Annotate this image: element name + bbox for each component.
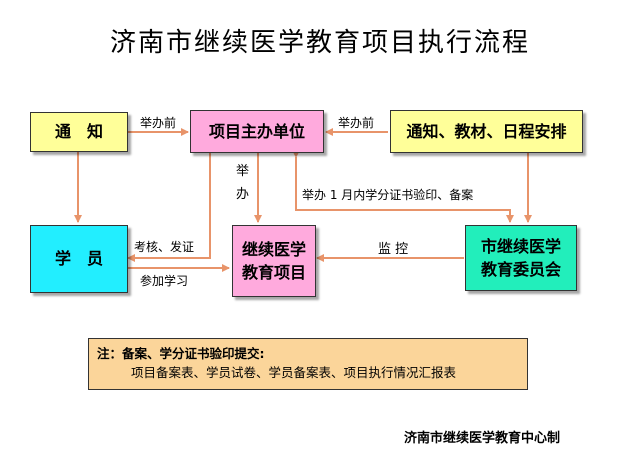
note-body: 项目备案表、学员试卷、学员备案表、项目执行情况汇报表 bbox=[131, 365, 457, 381]
organizer-box: 项目主办单位 bbox=[190, 110, 324, 153]
label-hold: 举 办 bbox=[236, 164, 250, 203]
note-head: 注：备案、学分证书验印提交: bbox=[97, 346, 265, 361]
schedule-box: 通知、教材、日程安排 bbox=[390, 110, 583, 153]
notice-box: 通 知 bbox=[30, 112, 128, 152]
arrow-verify-route bbox=[292, 150, 514, 223]
committee-box: 市继续医学 教育委员会 bbox=[465, 225, 577, 291]
project-label: 继续医学 教育项目 bbox=[241, 239, 306, 282]
page-title: 济南市继续医学教育项目执行流程 bbox=[109, 28, 530, 58]
student-box: 学 员 bbox=[30, 225, 128, 293]
arrow-organizer-student bbox=[127, 153, 211, 262]
label-verify: 举办 1 月内学分证书验印、备案 bbox=[302, 188, 474, 202]
label-assess: 考核、发证 bbox=[134, 240, 195, 254]
label-monitor: 监 控 bbox=[378, 242, 409, 257]
committee-label: 市继续医学 教育委员会 bbox=[480, 236, 561, 279]
footer-credit: 济南市继续医学教育中心制 bbox=[404, 431, 561, 446]
label-before-hold-left: 举办前 bbox=[140, 116, 177, 130]
notice-label: 通 知 bbox=[54, 122, 103, 142]
student-label: 学 员 bbox=[54, 249, 103, 269]
label-before-hold-right: 举办前 bbox=[338, 116, 375, 130]
organizer-label: 项目主办单位 bbox=[208, 121, 305, 141]
schedule-label: 通知、教材、日程安排 bbox=[406, 121, 567, 141]
project-box: 继续医学 教育项目 bbox=[232, 225, 316, 297]
label-join: 参加学习 bbox=[140, 274, 189, 288]
note-box: 注：备案、学分证书验印提交: 项目备案表、学员试卷、学员备案表、项目执行情况汇报… bbox=[88, 338, 528, 390]
